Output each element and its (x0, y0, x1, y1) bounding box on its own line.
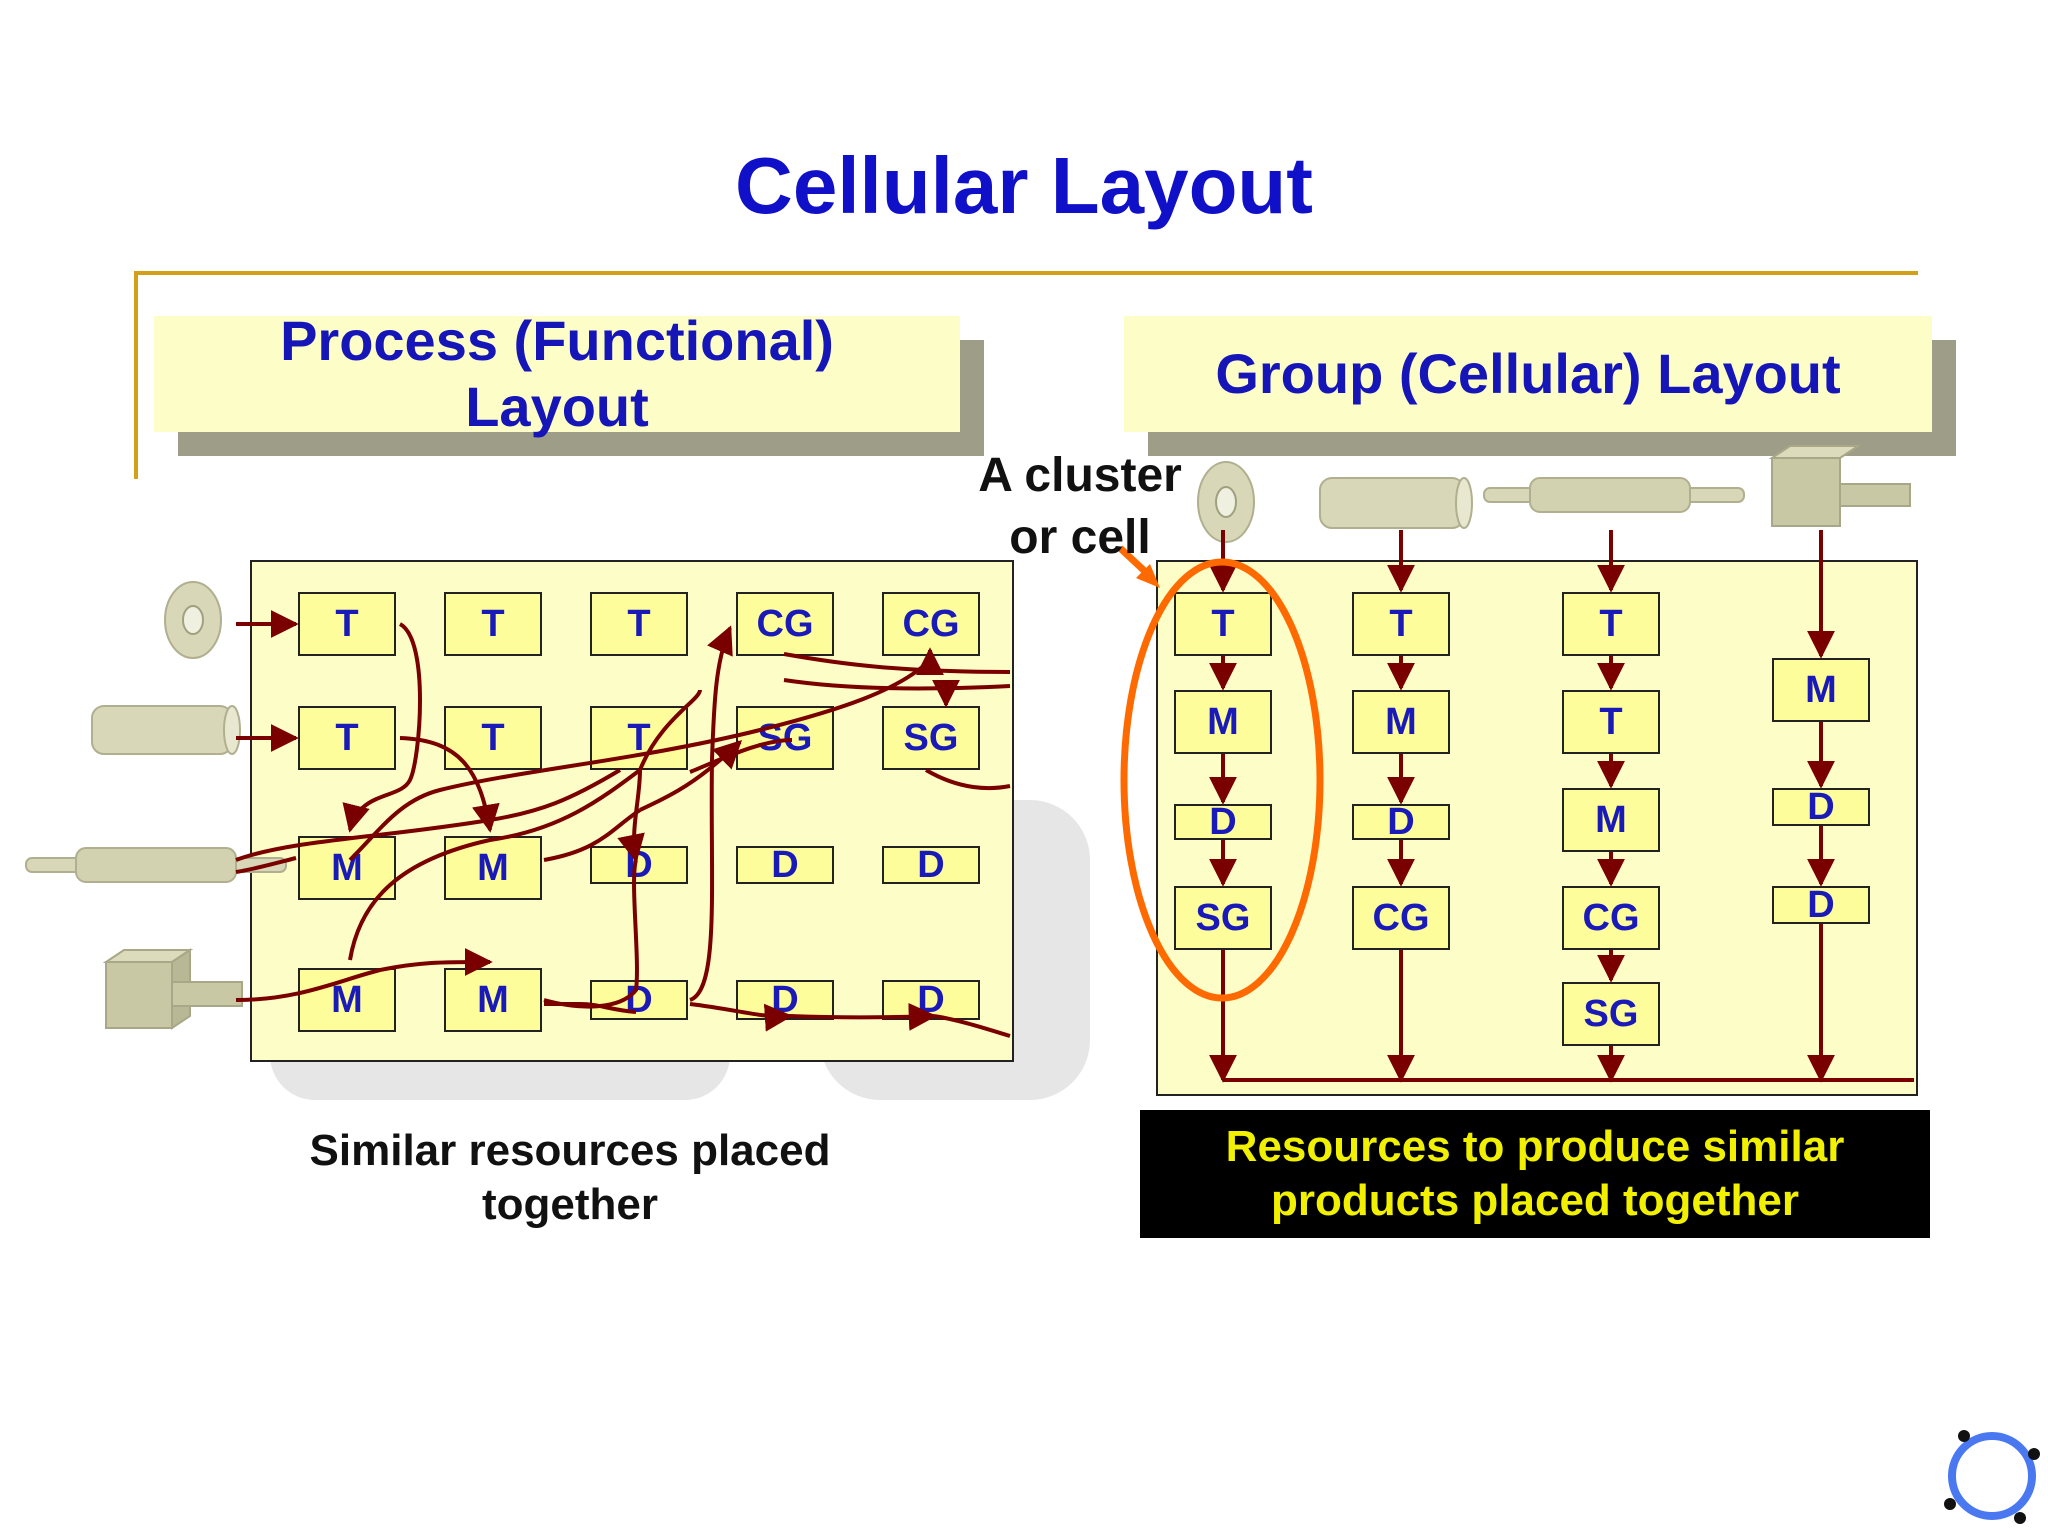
part-shaft-icon-right (1483, 477, 1745, 513)
cell-machine-d: D (1772, 786, 1870, 828)
part-cylinder-icon-left (91, 705, 241, 755)
process-machine-t: T (444, 592, 542, 656)
cell-machine-d: D (1352, 801, 1450, 843)
process-machine-d: D (736, 844, 834, 886)
process-machine-d: D (882, 979, 980, 1021)
part-block-icon-right (1768, 445, 1911, 527)
process-machine-t: T (298, 592, 396, 656)
left-caption: Similar resources placed together (260, 1124, 880, 1232)
cell-machine-sg: SG (1562, 982, 1660, 1046)
part-washer-icon-right (1197, 461, 1255, 543)
left-header: Process (Functional) Layout (154, 309, 960, 438)
left-caption-line2: together (482, 1180, 658, 1229)
cell-machine-m: M (1174, 690, 1272, 754)
cell-machine-cg: CG (1352, 886, 1450, 950)
cell-machine-m: M (1352, 690, 1450, 754)
left-header-line1: Process (Functional) (280, 309, 834, 372)
right-caption-line2: products placed together (1270, 1176, 1800, 1225)
process-machine-cg: CG (882, 592, 980, 656)
process-flow-paths (235, 610, 1011, 1038)
cell-machine-m: M (1772, 658, 1870, 722)
part-shaft-icon-left (25, 847, 287, 883)
cell-machine-t: T (1352, 592, 1450, 656)
cell-machine-sg: SG (1174, 886, 1272, 950)
cell-machine-d: D (1772, 884, 1870, 926)
right-header: Group (Cellular) Layout (1124, 316, 1932, 432)
process-machine-t: T (298, 706, 396, 770)
cluster-label-line2: or cell (1009, 511, 1151, 564)
cluster-highlight-ellipse (1120, 558, 1324, 1002)
process-machine-m: M (444, 968, 542, 1032)
process-machine-d: D (590, 979, 688, 1021)
cell-machine-m: M (1562, 788, 1660, 852)
gold-rule-vertical (134, 271, 138, 479)
part-block-icon-left (102, 948, 243, 1030)
cell-machine-t: T (1562, 592, 1660, 656)
cell-machine-d: D (1174, 801, 1272, 843)
process-machine-m: M (298, 836, 396, 900)
cell-machine-t: T (1562, 690, 1660, 754)
right-caption-line1: Resources to produce similar (1225, 1122, 1845, 1171)
cellular-flow-paths (1209, 530, 1914, 1083)
gold-rule-horizontal (134, 271, 1918, 275)
right-caption-box: Resources to produce similar products pl… (1140, 1110, 1930, 1238)
left-caption-line1: Similar resources placed (309, 1126, 831, 1175)
process-machine-t: T (444, 706, 542, 770)
cluster-label-line1: A cluster (978, 449, 1182, 502)
cell-machine-t: T (1174, 592, 1272, 656)
cluster-label: A cluster or cell (960, 445, 1200, 569)
cell-machine-cg: CG (1562, 886, 1660, 950)
right-header-text: Group (Cellular) Layout (1215, 342, 1841, 405)
slide-title: Cellular Layout (735, 141, 1313, 230)
part-washer-icon-left (164, 581, 222, 659)
cellular-layout-panel (1156, 560, 1918, 1096)
cluster-pointer-arrowhead (1136, 564, 1160, 588)
process-machine-d: D (882, 844, 980, 886)
part-cylinder-icon-right (1319, 477, 1473, 529)
process-machine-sg: SG (882, 706, 980, 770)
left-header-line2: Layout (465, 375, 649, 438)
process-machine-t: T (590, 592, 688, 656)
